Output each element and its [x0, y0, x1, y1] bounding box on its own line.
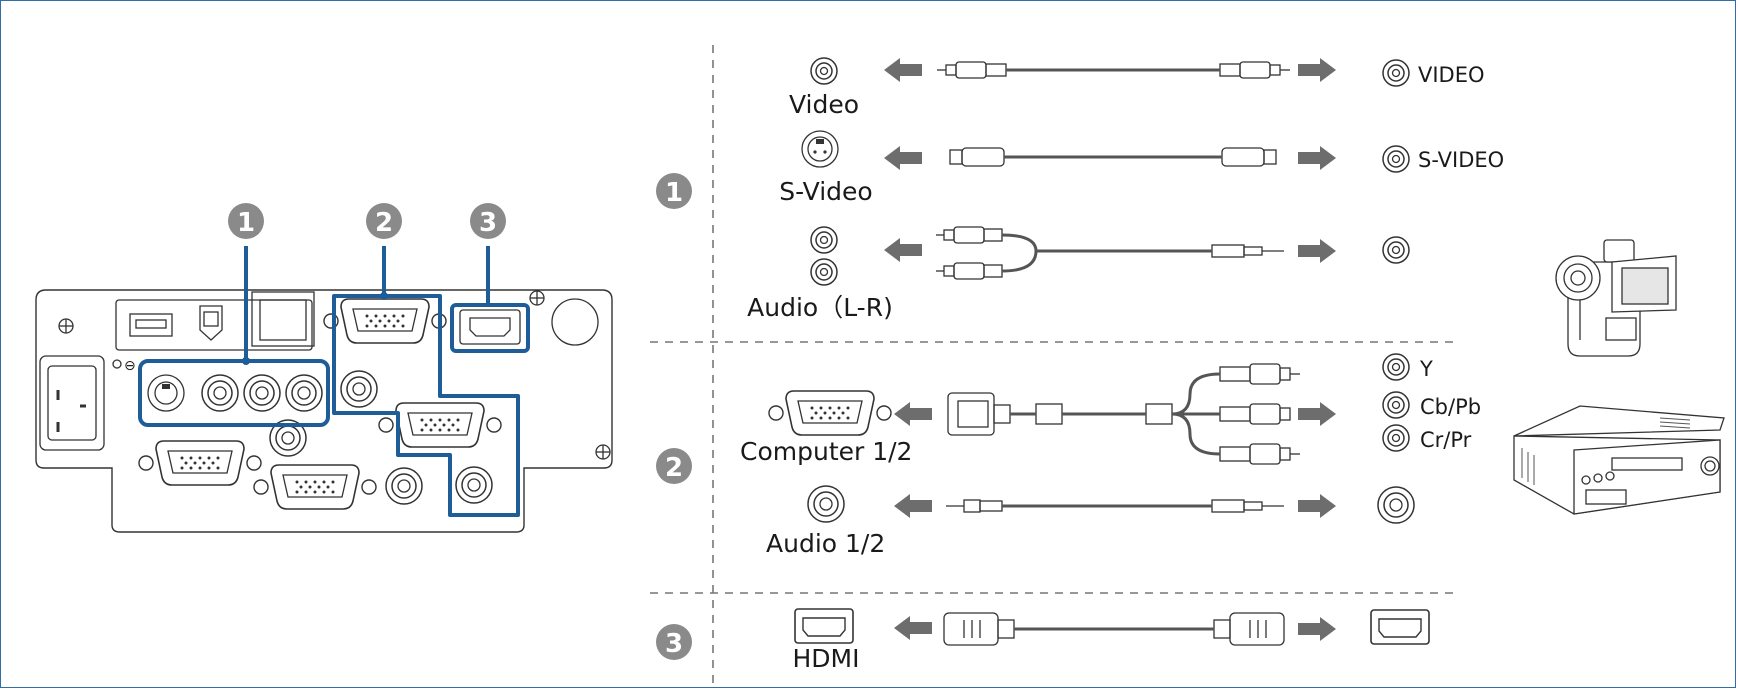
section-badge-3: 3 — [656, 624, 692, 660]
hdmi-label: HDMI — [793, 644, 860, 673]
component-y-label: Y — [1419, 357, 1433, 381]
section-badge-2: 2 — [656, 448, 692, 484]
computer-label: Computer 1/2 — [740, 437, 912, 466]
row-svideo: S-Video S-VIDEO — [779, 130, 1504, 206]
dvd-player-icon — [1513, 405, 1725, 515]
computer-vga-port — [768, 390, 892, 436]
group-badge-2: 2 — [366, 203, 402, 239]
svg-text:2: 2 — [375, 208, 393, 238]
row-audio-lr: Audio（L-R) — [747, 226, 1410, 322]
svg-text:3: 3 — [665, 629, 683, 659]
power-inlet — [39, 355, 105, 451]
video-port-label: VIDEO — [1418, 63, 1485, 87]
svideo-jack-icon — [801, 130, 839, 168]
arrow-right-icon — [1298, 58, 1336, 82]
row-audio12: Audio 1/2 — [766, 485, 1415, 558]
row-computer: Computer 1/2 Y Cb/Pb Cr/Pr — [740, 353, 1481, 466]
section-badge-1: 1 — [656, 173, 692, 209]
projector-rear-panel: ⊖ — [35, 289, 613, 533]
camcorder-icon — [1555, 239, 1677, 357]
component-cb-label: Cb/Pb — [1420, 395, 1481, 419]
svg-text:⊖: ⊖ — [124, 358, 136, 374]
svg-text:1: 1 — [665, 178, 683, 208]
row-hdmi: HDMI — [793, 608, 1430, 673]
audio-lr-label: Audio（L-R) — [747, 293, 893, 322]
audio12-label: Audio 1/2 — [766, 529, 885, 558]
row-video: Video VIDEO — [789, 57, 1485, 119]
component-cr-label: Cr/Pr — [1420, 428, 1472, 452]
svideo-label: S-Video — [779, 177, 872, 206]
video-label: Video — [789, 90, 859, 119]
arrow-left-icon — [884, 58, 922, 82]
svg-text:1: 1 — [237, 208, 255, 238]
group-badge-3: 3 — [470, 203, 506, 239]
rca-jack-icon — [810, 57, 838, 85]
hdmi-port-icon — [459, 309, 521, 345]
svg-text:2: 2 — [665, 453, 683, 483]
svideo-port-label: S-VIDEO — [1418, 148, 1504, 172]
group-highlights — [138, 246, 530, 517]
svg-text:3: 3 — [479, 208, 497, 238]
group-badge-1: 1 — [228, 203, 264, 239]
